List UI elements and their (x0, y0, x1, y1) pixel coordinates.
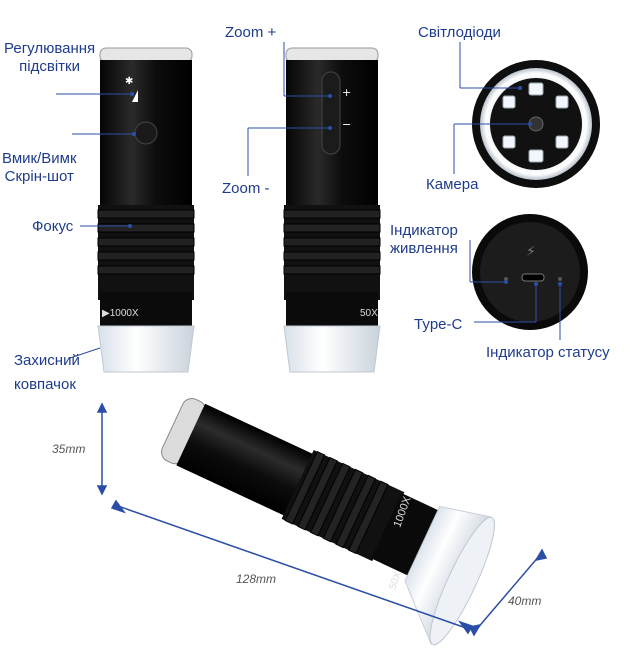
microscope-middle: + − (283, 47, 381, 373)
label-backlight: Регулювання підсвітки (4, 40, 95, 76)
back-cap-view: ⚡ (472, 214, 588, 330)
label-zoom-minus: Zoom - (222, 180, 270, 197)
label-camera: Камера (426, 176, 479, 193)
label-zoom-plus: Zoom + (225, 24, 277, 41)
label-backlight-line1: Регулювання (4, 40, 96, 57)
label-cap: Захисний ковпачок (14, 352, 80, 394)
svg-text:⚡: ⚡ (526, 244, 536, 260)
mag-mark-left: ▶1000X (102, 308, 139, 319)
leader-dots (128, 86, 562, 286)
label-power: Вмик/Вимк Скрін-шот (2, 150, 77, 186)
dimension-lines (96, 402, 548, 637)
dim-height: 35mm (52, 442, 86, 456)
led-ring-view (472, 60, 600, 188)
label-backlight-line2: підсвітки (19, 58, 80, 75)
dim-length: 128mm (236, 572, 277, 586)
svg-text:−: − (342, 118, 351, 131)
label-cap-line2: ковпачок (14, 376, 76, 393)
label-type-c: Type-C (414, 316, 463, 333)
label-leds: Світлодіоди (418, 24, 501, 41)
microscope-left: ✱ (97, 47, 195, 373)
label-status-indicator: Індикатор статусу (486, 344, 610, 361)
label-power-indicator-line2: живлення (390, 240, 458, 257)
label-power-line2: Скрін-шот (4, 168, 74, 185)
label-focus: Фокус (32, 218, 74, 235)
mag-mark-bottom-small: 50X (387, 570, 404, 591)
dim-diameter: 40mm (508, 594, 542, 608)
mag-mark-middle: 50X (360, 308, 378, 319)
microscope-bottom (161, 398, 495, 646)
leader-lines (56, 42, 561, 359)
label-power-indicator-line1: Індикатор (390, 222, 458, 239)
svg-text:+: + (342, 86, 351, 99)
label-power-line1: Вмик/Вимк (2, 150, 77, 167)
label-power-indicator: Індикатор живлення (390, 222, 458, 258)
svg-text:✱: ✱ (125, 76, 133, 87)
label-cap-line1: Захисний (14, 352, 80, 369)
